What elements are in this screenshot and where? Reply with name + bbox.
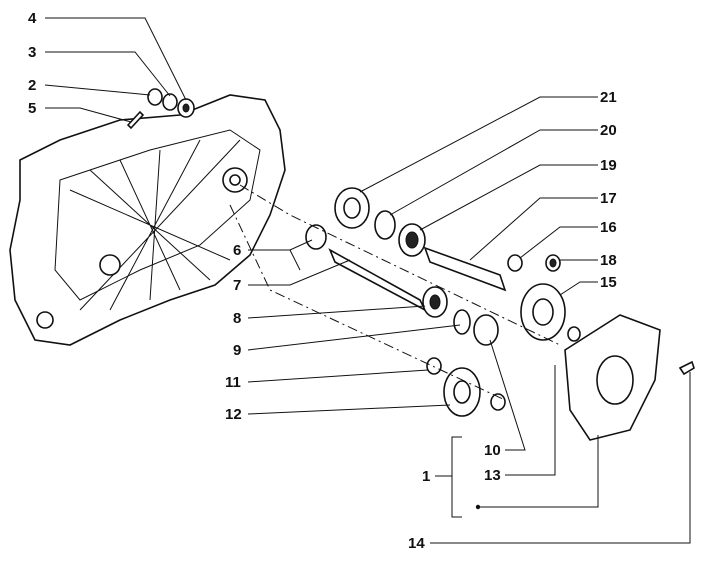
label-6: 6 (233, 242, 241, 259)
label-10: 10 (484, 442, 501, 459)
label-18: 18 (600, 252, 617, 269)
label-19: 19 (600, 157, 617, 174)
label-21: 21 (600, 89, 617, 106)
label-20: 20 (600, 122, 617, 139)
label-14: 14 (408, 535, 425, 552)
label-3: 3 (28, 44, 36, 61)
label-16: 16 (600, 219, 617, 236)
small-parts (126, 88, 195, 130)
transmission-parts (229, 184, 695, 441)
label-15: 15 (600, 274, 617, 291)
label-13: 13 (484, 467, 501, 484)
label-1: 1 (422, 468, 430, 485)
label-8: 8 (233, 310, 241, 327)
label-4: 4 (28, 10, 37, 27)
label-7: 7 (233, 277, 241, 294)
label-12: 12 (225, 406, 242, 423)
label-11: 11 (225, 374, 241, 391)
label-9: 9 (233, 342, 241, 359)
label-5: 5 (28, 100, 36, 117)
leader-lines (44, 17, 691, 544)
crankcase-part (9, 94, 286, 346)
label-2: 2 (28, 77, 36, 94)
label-17: 17 (600, 190, 617, 207)
